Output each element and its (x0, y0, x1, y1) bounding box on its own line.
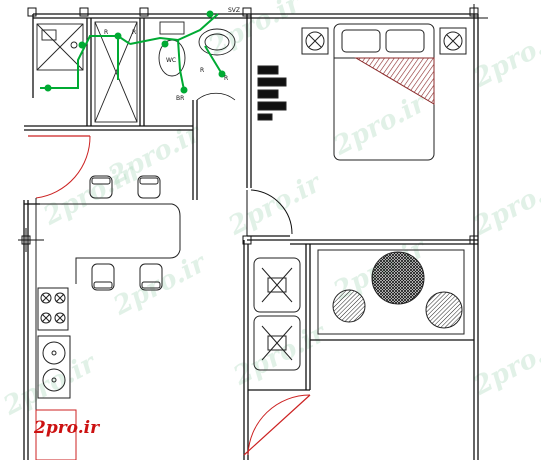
label-svz: SVZ (228, 7, 240, 14)
label-wc: WC (166, 57, 176, 64)
label-r-top: R (132, 29, 136, 36)
label-r-shower: R (104, 29, 108, 36)
label-r-right: R (224, 75, 228, 82)
label-r-wc: R (200, 67, 204, 74)
dining-area (35, 175, 181, 460)
brand-logo: 2pro.ir (34, 418, 100, 438)
doors (28, 92, 311, 456)
plumbing-lines (40, 10, 226, 94)
lower-right-fixtures (253, 249, 465, 371)
label-br: BR (176, 95, 184, 102)
walls (23, 13, 479, 460)
bedroom-furniture (257, 23, 467, 161)
pipe-labels: SVZ R R WC R R BR (104, 7, 240, 102)
bathroom-fixtures (36, 21, 236, 123)
